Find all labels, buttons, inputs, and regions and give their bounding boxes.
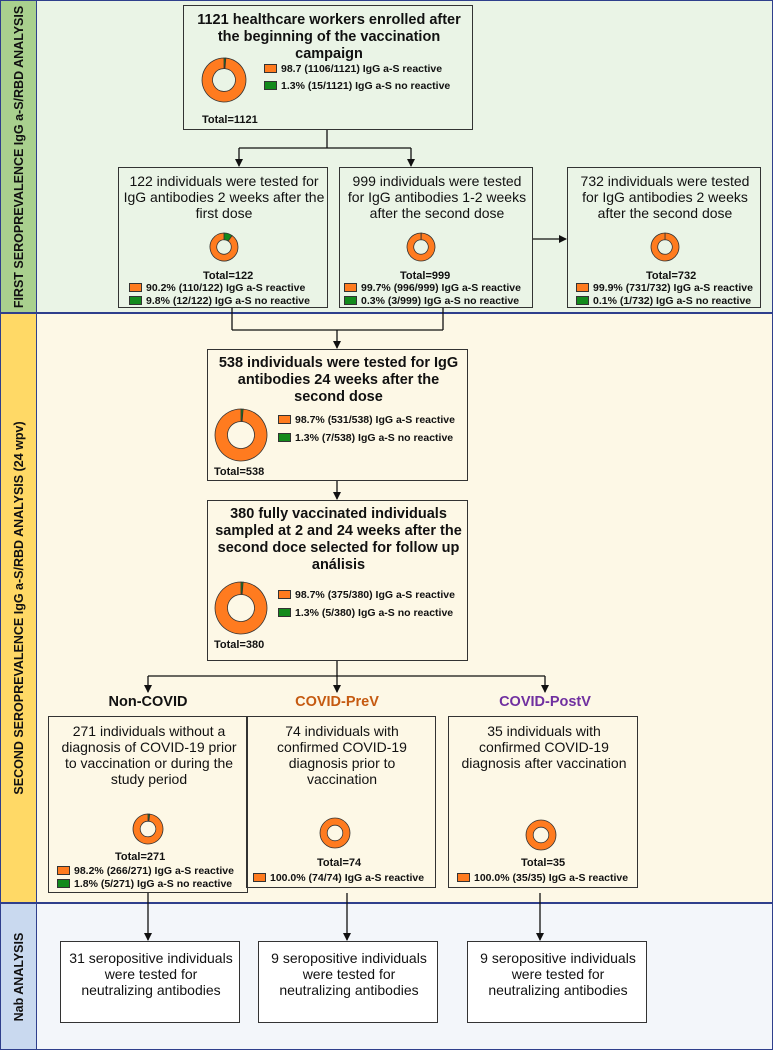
second-dose-732-donut: [650, 232, 680, 262]
second-analysis-side: SECOND SEROPREVALENCE IgG a-S/RBD ANALYS…: [1, 314, 37, 902]
non-covid-legend-no-reactive: 1.8% (5/271) IgG a-S no reactive: [57, 878, 232, 891]
first-dose-total: Total=122: [203, 270, 254, 282]
donut-reactive-slice: [526, 820, 556, 850]
second-dose-title: 999 individuals were tested for IgG anti…: [347, 173, 527, 221]
first-analysis-side: FIRST SEROPREVALENCE IgG a-S/RBD ANALYSI…: [1, 1, 37, 312]
follow-up-legend-no-reactive: 1.3% (5/380) IgG a-S no reactive: [278, 607, 453, 620]
second-dose-732-total: Total=732: [646, 270, 697, 282]
second-dose-donut: [406, 232, 436, 262]
donut-outline: [326, 824, 344, 842]
week24-title: 538 individuals were tested for IgG anti…: [218, 355, 459, 405]
non-covid-total: Total=271: [115, 851, 166, 863]
donut-outline: [319, 817, 351, 849]
first-dose-box: 122 individuals were tested for IgG anti…: [118, 167, 328, 308]
second-dose-732-legend-no-reactive: 0.1% (1/732) IgG a-S no reactive: [576, 295, 751, 308]
follow-up-box: 380 fully vaccinated individuals sampled…: [207, 500, 468, 661]
first-analysis-band: FIRST SEROPREVALENCE IgG a-S/RBD ANALYSI…: [0, 0, 773, 313]
donut-reactive-slice: [132, 813, 164, 845]
nab-box-1-title: 31 seropositive individuals were tested …: [69, 950, 233, 998]
covid-postv-title: 35 individuals with confirmed COVID-19 d…: [461, 723, 627, 771]
donut-reactive-slice: [650, 232, 680, 262]
nab-box-3-title: 9 seropositive individuals were tested f…: [480, 950, 636, 998]
donut-reactive-slice: [214, 581, 268, 635]
donut-reactive-slice: [214, 408, 268, 462]
follow-up-legend-reactive: 98.7% (375/380) IgG a-S reactive: [278, 589, 455, 602]
reactive-swatch: [576, 282, 589, 292]
week24-legend-reactive: 98.7% (531/538) IgG a-S reactive: [278, 414, 455, 427]
covid-prev-total: Total=74: [317, 857, 362, 869]
enrolled-legend-no-reactive: 1.3% (15/1121) IgG a-S no reactive: [264, 80, 450, 93]
reactive-swatch: [457, 872, 470, 882]
group-label-covid-prev: COVID-PreV: [295, 694, 379, 710]
reactive-swatch: [344, 282, 357, 292]
second-analysis-band: SECOND SEROPREVALENCE IgG a-S/RBD ANALYS…: [0, 313, 773, 903]
covid-prev-donut: [319, 817, 351, 849]
covid-postv-donut: [525, 819, 557, 851]
reactive-swatch: [264, 63, 277, 73]
non-covid-title: 271 individuals without a diagnosis of C…: [61, 723, 237, 787]
donut-outline: [532, 826, 550, 844]
enrolled-total: Total=1121: [202, 114, 258, 126]
covid-postv-box: 35 individuals with confirmed COVID-19 d…: [448, 716, 638, 888]
donut-outline: [525, 819, 557, 851]
covid-postv-total: Total=35: [521, 857, 566, 869]
reactive-swatch: [278, 414, 291, 424]
enrolled-donut: [201, 57, 247, 103]
second-dose-732-title: 732 individuals were tested for IgG anti…: [580, 173, 750, 221]
nab-box-2-title: 9 seropositive individuals were tested f…: [271, 950, 427, 998]
no-reactive-swatch: [129, 295, 142, 305]
reactive-swatch: [253, 872, 266, 882]
group-label-non-covid: Non-COVID: [108, 694, 188, 710]
week24-total: Total=538: [214, 466, 265, 478]
donut-reactive-slice: [209, 232, 239, 262]
second-dose-box: 999 individuals were tested for IgG anti…: [339, 167, 533, 308]
covid-postv-legend-reactive: 100.0% (35/35) IgG a-S reactive: [457, 872, 628, 885]
follow-up-title: 380 fully vaccinated individuals sampled…: [215, 506, 462, 573]
nab-analysis-side: Nab ANALYSIS: [1, 904, 37, 1049]
no-reactive-swatch: [278, 607, 291, 617]
second-dose-total: Total=999: [400, 270, 451, 282]
covid-prev-title: 74 individuals with confirmed COVID-19 d…: [277, 723, 407, 787]
covid-prev-legend-reactive: 100.0% (74/74) IgG a-S reactive: [253, 872, 424, 885]
enrolled-legend-reactive: 98.7 (1106/1121) IgG a-S reactive: [264, 63, 442, 76]
week24-donut: [214, 408, 268, 462]
non-covid-donut: [132, 813, 164, 845]
first-dose-legend-reactive: 90.2% (110/122) IgG a-S reactive: [129, 282, 305, 295]
covid-prev-box: 74 individuals with confirmed COVID-19 d…: [246, 716, 436, 888]
reactive-swatch: [57, 865, 70, 875]
week24-legend-no-reactive: 1.3% (7/538) IgG a-S no reactive: [278, 432, 453, 445]
no-reactive-swatch: [344, 295, 357, 305]
first-dose-legend-no-reactive: 9.8% (12/122) IgG a-S no reactive: [129, 295, 310, 308]
no-reactive-swatch: [57, 878, 70, 888]
follow-up-donut: [214, 581, 268, 635]
second-dose-legend-no-reactive: 0.3% (3/999) IgG a-S no reactive: [344, 295, 519, 308]
follow-up-total: Total=380: [214, 639, 265, 651]
no-reactive-swatch: [278, 432, 291, 442]
donut-reactive-slice: [201, 57, 247, 103]
no-reactive-swatch: [264, 80, 277, 90]
second-dose-legend-reactive: 99.7% (996/999) IgG a-S reactive: [344, 282, 521, 295]
nab-box-2: 9 seropositive individuals were tested f…: [258, 941, 438, 1023]
second-dose-732-box: 732 individuals were tested for IgG anti…: [567, 167, 761, 308]
enrolled-title: 1121 healthcare workers enrolled after t…: [197, 12, 461, 62]
donut-reactive-slice: [320, 818, 350, 848]
non-covid-legend-reactive: 98.2% (266/271) IgG a-S reactive: [57, 865, 234, 878]
reactive-swatch: [278, 589, 291, 599]
donut-reactive-slice: [406, 232, 436, 262]
first-dose-title: 122 individuals were tested for IgG anti…: [123, 173, 325, 221]
non-covid-box: 271 individuals without a diagnosis of C…: [48, 716, 248, 893]
second-dose-732-legend-reactive: 99.9% (731/732) IgG a-S reactive: [576, 282, 753, 295]
first-dose-donut: [209, 232, 239, 262]
reactive-swatch: [129, 282, 142, 292]
group-label-covid-postv: COVID-PostV: [499, 694, 591, 710]
week24-box: 538 individuals were tested for IgG anti…: [207, 349, 468, 481]
no-reactive-swatch: [576, 295, 589, 305]
nab-box-1: 31 seropositive individuals were tested …: [60, 941, 240, 1023]
enrolled-box: 1121 healthcare workers enrolled after t…: [183, 5, 473, 130]
nab-box-3: 9 seropositive individuals were tested f…: [467, 941, 647, 1023]
